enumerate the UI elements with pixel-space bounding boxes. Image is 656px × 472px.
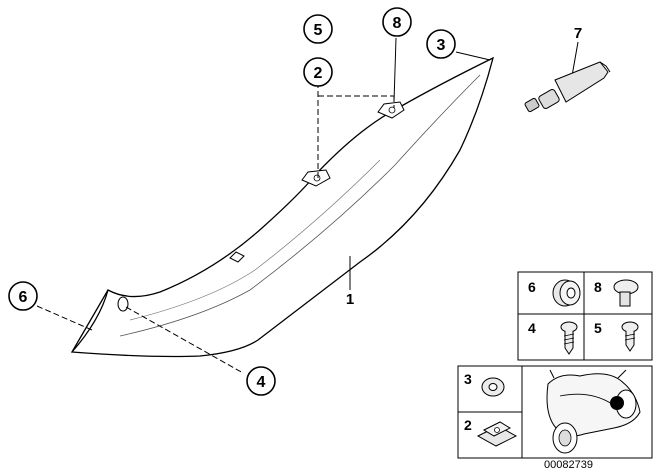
leader-line-3 (455, 51, 491, 61)
callout-3: 3 (426, 29, 456, 59)
legend-item-5: 5 (594, 320, 639, 352)
parts-legend: 6 8 4 5 (457, 271, 653, 459)
leader-line-4 (125, 306, 244, 374)
leader-line-6 (36, 305, 93, 331)
mounting-tab-middle (301, 169, 331, 187)
leader-line-7 (571, 41, 579, 77)
svg-text:2: 2 (314, 65, 323, 82)
svg-text:8: 8 (594, 279, 602, 295)
callout-5: 5 (303, 14, 333, 44)
location-marker (610, 396, 624, 410)
rivet-icon (613, 279, 639, 307)
legend-item-3: 3 (464, 371, 505, 397)
svg-text:3: 3 (437, 37, 446, 54)
callout-8: 8 (382, 7, 412, 37)
callout-2: 2 (303, 57, 333, 87)
callout-6: 6 (8, 281, 38, 311)
svg-text:4: 4 (528, 320, 536, 336)
adhesive-tube-icon (524, 61, 611, 113)
legend-item-6: 6 (528, 279, 581, 307)
svg-text:6: 6 (19, 289, 28, 306)
label-1: 1 (346, 291, 354, 308)
svg-text:5: 5 (594, 320, 602, 336)
callout-4: 4 (246, 366, 276, 396)
label-7: 7 (574, 25, 582, 42)
washer-icon (481, 377, 505, 397)
clip-nut-icon (476, 421, 518, 447)
trim-panel (70, 56, 494, 358)
diagram-id: 00082739 (544, 459, 593, 471)
svg-text:3: 3 (464, 371, 472, 387)
leader-line-8 (393, 37, 397, 103)
legend-item-8: 8 (594, 279, 639, 307)
mounting-tab-lower (229, 251, 245, 263)
svg-text:6: 6 (528, 279, 536, 295)
mounting-tab-upper (377, 101, 405, 119)
svg-text:8: 8 (393, 15, 402, 32)
screw-hole (117, 296, 129, 312)
legend-item-2: 2 (464, 417, 518, 447)
svg-text:4: 4 (257, 374, 266, 391)
svg-text:5: 5 (314, 22, 323, 39)
motorcycle-icon (546, 369, 641, 454)
grommet-icon (552, 279, 581, 307)
screw-icon-alt (621, 321, 639, 352)
legend-item-4: 4 (528, 320, 578, 355)
svg-text:2: 2 (464, 417, 472, 433)
screw-icon (560, 321, 578, 355)
